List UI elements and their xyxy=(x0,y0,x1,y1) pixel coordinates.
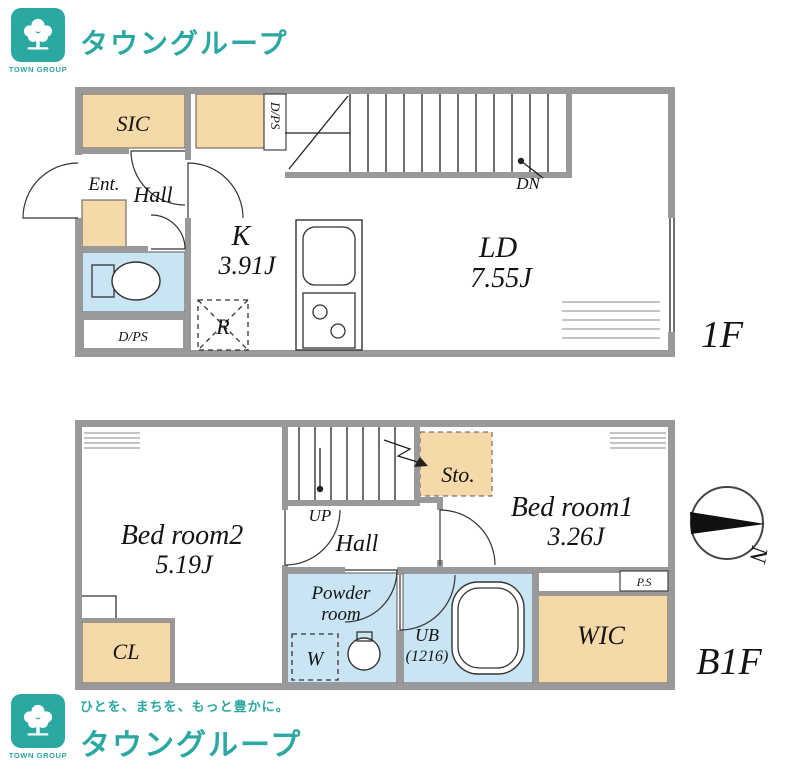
window-hatch-bedroom1 xyxy=(610,432,666,449)
burner-icon xyxy=(330,323,346,339)
room-storage xyxy=(419,431,493,497)
floor-b1f: N Bed room2 5.19J UP Hall Sto. Bed room1… xyxy=(75,420,772,690)
walls-1f xyxy=(75,87,675,357)
brand-logo-top: TOWN GROUP タウングループ xyxy=(8,8,288,74)
brand-name-en: TOWN GROUP xyxy=(8,751,68,760)
label-refrigerator: R xyxy=(215,314,230,339)
window-ld xyxy=(668,218,675,332)
room-closet-1f xyxy=(195,93,265,149)
label-ld-size: 7.55J xyxy=(470,263,533,294)
tree-icon xyxy=(24,18,52,50)
brand-name-en: TOWN GROUP xyxy=(8,65,68,74)
tree-icon xyxy=(24,704,52,736)
label-powder-1: Powder xyxy=(310,583,371,604)
kitchen-counter xyxy=(295,219,363,351)
brand-name-jp: タウングループ xyxy=(80,28,289,59)
label-north: N xyxy=(743,543,772,566)
brand-tagline: ひとを、まちを、もっと豊かに。 xyxy=(80,699,290,714)
label-dps-top: D/PS xyxy=(268,101,283,130)
label-floor-1f: 1F xyxy=(701,314,744,356)
town-group-logo-icon xyxy=(11,694,65,748)
stairs-b1f xyxy=(298,427,396,500)
doors-1f xyxy=(22,150,244,250)
label-washer: W xyxy=(307,648,326,670)
dps-bottom-box xyxy=(80,316,187,352)
walls-b1f xyxy=(75,420,675,690)
kitchen-sink xyxy=(302,226,356,286)
label-stairs-up: UP xyxy=(309,506,332,525)
label-ps: P.S xyxy=(636,575,652,589)
label-floor-b1f: B1F xyxy=(696,641,762,683)
label-dps-bottom: D/PS xyxy=(117,330,148,345)
label-sic: SIC xyxy=(117,111,150,136)
town-group-logo-mark: TOWN GROUP xyxy=(8,8,68,74)
window-hatch-bedroom2 xyxy=(84,432,140,449)
toilet-fixture xyxy=(91,261,161,301)
label-kitchen: K xyxy=(231,221,252,252)
label-bedroom2: Bed room2 xyxy=(121,520,244,551)
town-group-logo-icon xyxy=(11,8,65,62)
doors-b1f xyxy=(284,509,496,631)
washer-space xyxy=(291,633,339,681)
north-arrow-pointer xyxy=(690,512,765,534)
room-wic xyxy=(534,594,669,684)
bedroom2-corner-step xyxy=(82,595,117,618)
label-hall-1f: Hall xyxy=(132,182,172,207)
ld-hatch-lines xyxy=(562,301,660,339)
room-sic xyxy=(81,93,186,149)
label-wic: WIC xyxy=(577,621,625,650)
label-bedroom1: Bed room1 xyxy=(511,492,634,523)
brand-logo-bottom: TOWN GROUP ひとを、まちを、もっと豊かに。 タウングループ xyxy=(8,694,302,764)
toilet-door-arc xyxy=(150,214,186,250)
floor-1f: SIC D/PS Ent. Hall K 3.91J LD 7.55J R DN… xyxy=(22,87,744,357)
label-entrance: Ent. xyxy=(87,174,119,195)
label-ld: LD xyxy=(478,231,518,264)
kitchen-stove xyxy=(302,292,356,349)
label-bedroom2-size: 5.19J xyxy=(155,550,214,579)
label-storage: Sto. xyxy=(441,462,475,487)
label-kitchen-size: 3.91J xyxy=(217,251,277,280)
sic-door-arc xyxy=(130,150,186,206)
label-stairs-down: DN xyxy=(515,174,541,193)
refrigerator-space xyxy=(197,299,249,351)
town-group-logo-mark: TOWN GROUP xyxy=(8,694,68,760)
label-powder-2: room xyxy=(321,604,360,625)
washbasin xyxy=(347,631,381,671)
room-powder xyxy=(286,572,398,684)
powder-door-arc xyxy=(344,569,398,623)
bedroom1-door-arc xyxy=(439,509,496,566)
dps-top-box xyxy=(263,93,287,151)
bathtub xyxy=(451,581,525,675)
entrance-floor xyxy=(81,199,127,249)
label-ub-2: (1216) xyxy=(406,648,449,665)
label-bedroom1-size: 3.26J xyxy=(546,522,606,551)
room-fills-1f xyxy=(81,93,265,313)
pipe-space-box xyxy=(619,570,669,592)
ub-door-arc xyxy=(399,574,456,631)
stairs-1f xyxy=(285,94,549,179)
north-arrow: N xyxy=(690,486,772,566)
label-ub-1: UB xyxy=(415,625,439,645)
kitchen-door-arc xyxy=(187,162,244,219)
storage-arrow xyxy=(383,439,428,467)
label-cl: CL xyxy=(113,639,140,664)
bedroom2-door-arc xyxy=(284,509,341,566)
burner-icon xyxy=(312,304,328,320)
entrance-door-arc xyxy=(22,162,79,219)
label-hall-b1f: Hall xyxy=(335,531,379,557)
brand-name-jp: タウングループ xyxy=(80,729,303,762)
